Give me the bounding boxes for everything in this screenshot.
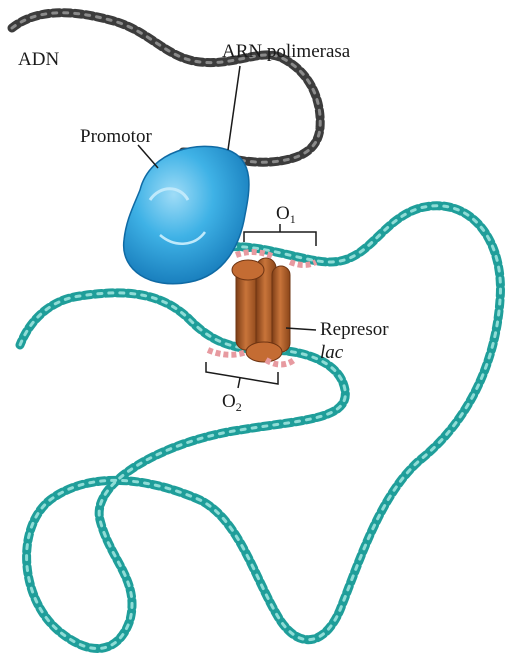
lac-repressor-shape: [232, 258, 290, 362]
label-operator-2: O2: [222, 392, 242, 413]
label-operator-1-sub: 1: [290, 212, 296, 226]
rna-polymerase-shape: [124, 146, 249, 283]
label-operator-1-main: O: [276, 203, 290, 224]
label-operator-2-sub: 2: [236, 400, 242, 414]
label-operator-1: O1: [276, 204, 296, 225]
leader-promoter: [138, 145, 158, 168]
label-repressor-lac: lac: [320, 343, 343, 362]
label-dna: ADN: [18, 50, 59, 69]
label-promoter: Promotor: [80, 127, 152, 146]
leader-rna-polymerase: [228, 66, 240, 150]
label-rna-polymerase: ARN polimerasa: [222, 42, 350, 61]
label-operator-2-main: O: [222, 391, 236, 412]
bracket-o2: [206, 362, 278, 388]
dna-dark-strand: [12, 13, 320, 162]
label-repressor: Represor: [320, 320, 389, 339]
bracket-o1: [244, 224, 316, 246]
